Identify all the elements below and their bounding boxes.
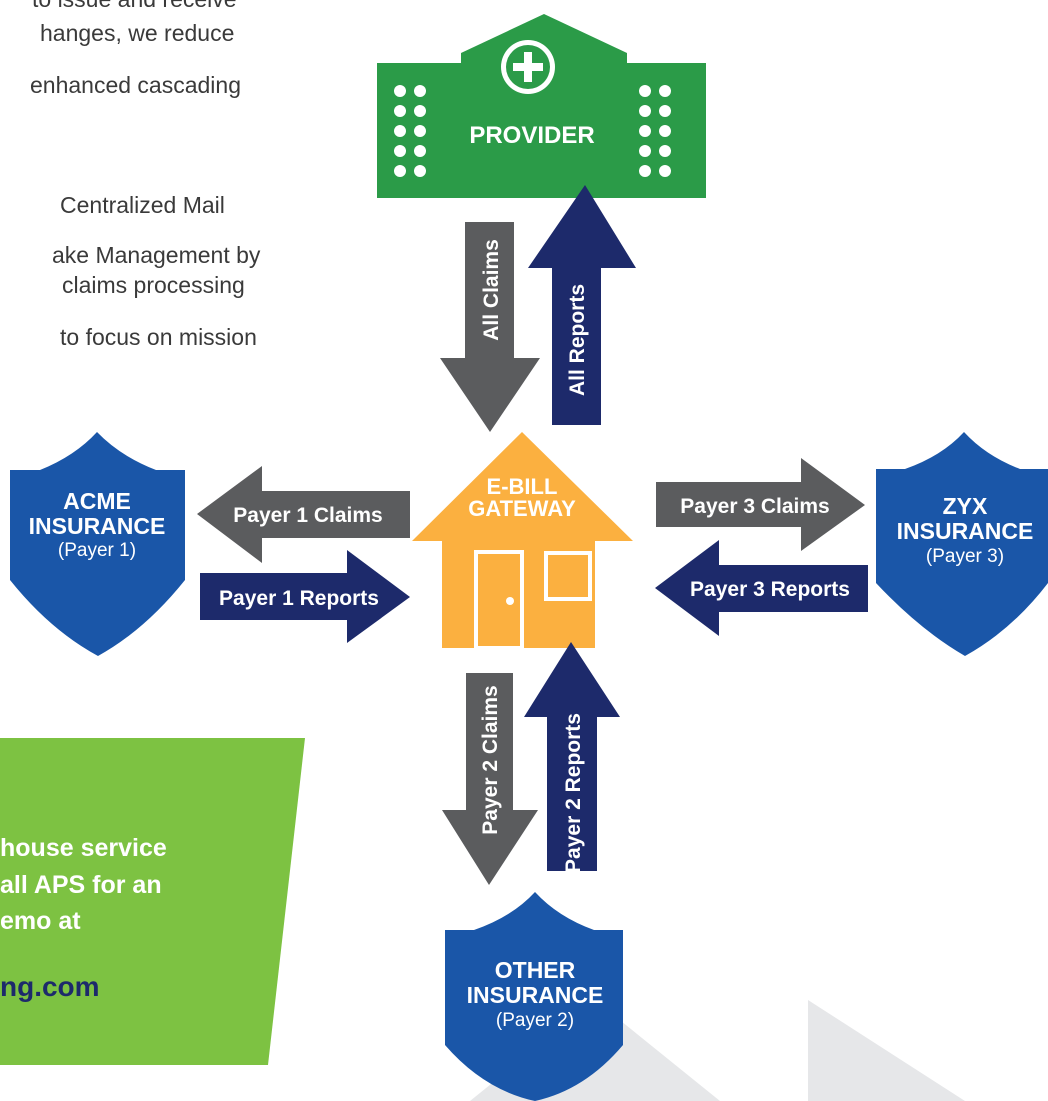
payer1-claims-label: Payer 1 Claims	[233, 504, 382, 527]
acme-name-line2: INSURANCE	[29, 513, 166, 539]
cta-panel: house service all APS for an emo at ng.c…	[0, 738, 305, 1065]
other-name-line2: INSURANCE	[467, 982, 604, 1008]
gateway-label-line1: E-BILL	[487, 474, 558, 499]
gateway-house-icon	[412, 432, 633, 650]
acme-name-line1: ACME	[63, 488, 131, 514]
all-claims-arrow: All Claims	[440, 222, 540, 432]
payer3-reports-arrow: Payer 3 Reports	[655, 540, 868, 636]
provider-label: PROVIDER	[469, 122, 594, 149]
cta-line: emo at	[0, 907, 81, 935]
payer1-reports-arrow: Payer 1 Reports	[200, 550, 410, 643]
paragraph-line: hanges, we reduce	[40, 20, 235, 46]
cta-line: house service	[0, 834, 167, 862]
paragraph-line: claims processing	[62, 272, 245, 298]
paragraph-line: Centralized Mail	[60, 192, 225, 218]
all-claims-label: All Claims	[480, 239, 503, 341]
payer3-claims-arrow: Payer 3 Claims	[656, 458, 865, 551]
gateway-label-line2: GATEWAY	[468, 496, 576, 521]
acme-shield: ACME INSURANCE (Payer 1)	[10, 432, 185, 656]
payer2-reports-arrow: Payer 2 Reports	[524, 642, 620, 873]
all-reports-arrow: All Reports	[528, 185, 636, 425]
paragraph-line: to focus on mission	[60, 324, 257, 350]
cta-website-link[interactable]: ng.com	[0, 971, 100, 1002]
zyx-name-line1: ZYX	[943, 493, 988, 519]
cta-line: all APS for an	[0, 871, 162, 899]
zyx-shield: ZYX INSURANCE (Payer 3)	[876, 432, 1048, 656]
paragraph-line: ake Management by	[52, 242, 261, 268]
all-reports-label: All Reports	[566, 284, 589, 396]
other-name-line1: OTHER	[495, 957, 576, 983]
payer2-reports-label: Payer 2 Reports	[562, 713, 585, 873]
payer1-claims-arrow: Payer 1 Claims	[197, 466, 410, 563]
other-sub: (Payer 2)	[496, 1010, 574, 1031]
payer2-claims-arrow: Payer 2 Claims	[442, 673, 538, 885]
intro-paragraph: to issue and receive hanges, we reduce e…	[0, 0, 330, 400]
payer1-reports-label: Payer 1 Reports	[219, 587, 379, 610]
payer3-claims-label: Payer 3 Claims	[680, 495, 829, 518]
acme-sub: (Payer 1)	[58, 540, 136, 561]
payer2-claims-label: Payer 2 Claims	[479, 685, 502, 834]
paragraph-line: enhanced cascading	[30, 72, 241, 98]
paragraph-line: to issue and receive	[32, 0, 237, 15]
other-shield: OTHER INSURANCE (Payer 2)	[445, 892, 623, 1101]
provider-building-icon	[377, 14, 706, 198]
zyx-name-line2: INSURANCE	[897, 518, 1034, 544]
zyx-sub: (Payer 3)	[926, 546, 1004, 567]
payer3-reports-label: Payer 3 Reports	[690, 578, 850, 601]
